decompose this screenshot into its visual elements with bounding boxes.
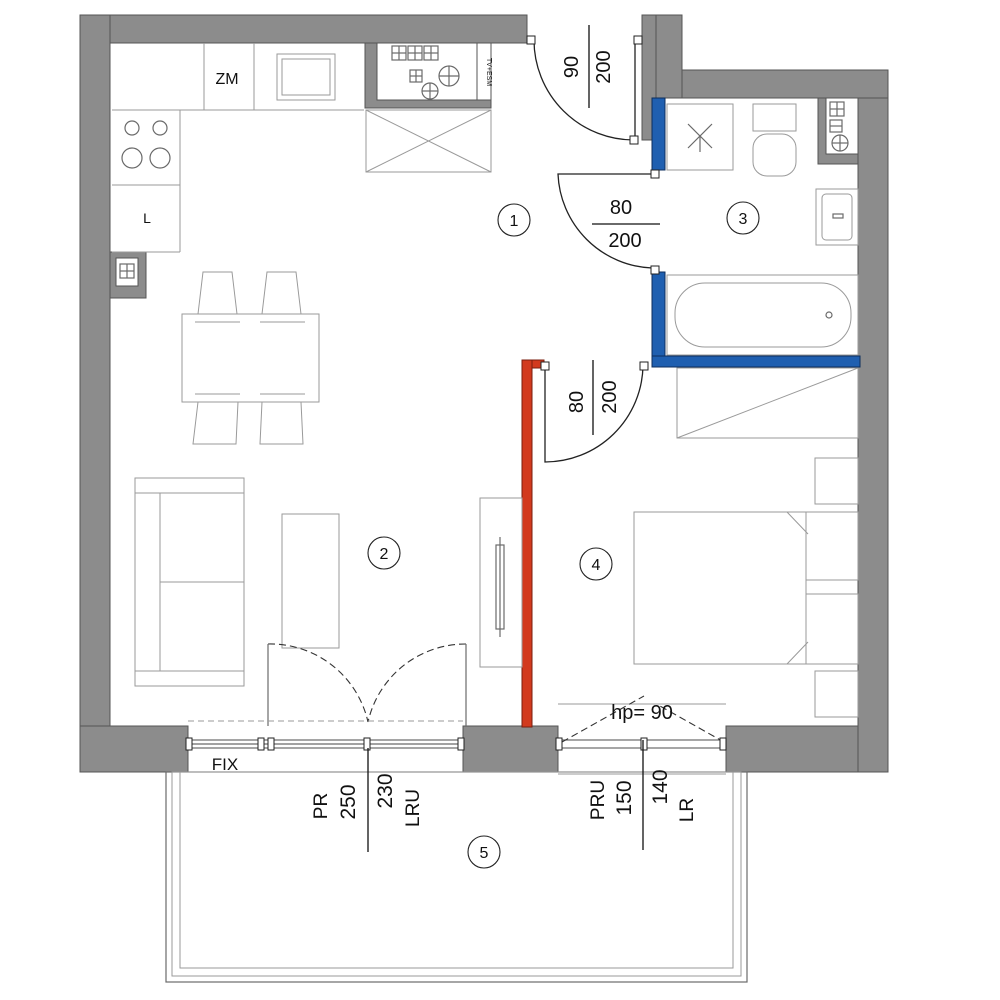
- room-number-4: 4: [592, 557, 601, 574]
- bedroom-window-left-width: 150: [613, 780, 636, 815]
- bedroom-partition: [521, 359, 533, 728]
- room-marker-1: 1: [497, 203, 531, 237]
- bedroom-door-width: 80: [566, 391, 588, 413]
- kitchen-counter: [112, 43, 492, 253]
- room-number-1: 1: [510, 213, 519, 230]
- bedroom-window-left-type: PRU: [588, 780, 609, 820]
- bathroom-door-height: 200: [608, 230, 641, 252]
- bedroom-window-right-width: 140: [649, 769, 672, 804]
- fridge-label: ZM: [215, 71, 238, 88]
- nightstand-top: [814, 457, 859, 505]
- coffee-table: [281, 513, 340, 649]
- wall-top-right: [679, 69, 889, 99]
- bedroom-door-height: 200: [599, 380, 621, 413]
- bathroom-wall-upper: [651, 97, 666, 171]
- bedroom-door: [540, 361, 649, 463]
- room-number-3: 3: [739, 211, 748, 228]
- toilet-bowl: [752, 133, 797, 177]
- living-window-right-width: 230: [374, 773, 397, 808]
- wall-left: [79, 14, 111, 773]
- meter-box: [476, 42, 492, 101]
- wall-right: [857, 69, 889, 773]
- tv-unit: [479, 497, 523, 668]
- room-number-2: 2: [380, 546, 389, 563]
- bedroom-window: [555, 695, 727, 775]
- nightstand-bottom: [814, 670, 859, 718]
- living-window-left-width: 250: [337, 784, 360, 819]
- wall-left-bottom: [79, 725, 189, 773]
- bathroom-door-width: 80: [610, 197, 632, 219]
- bathroom-wall-bottom: [651, 355, 861, 368]
- bathroom-wall-lower: [651, 271, 666, 367]
- wall-bottom-center: [462, 725, 559, 773]
- balcony: [165, 771, 748, 983]
- bathroom-door: [557, 169, 660, 275]
- dining-table: [181, 313, 320, 403]
- bed: [633, 511, 859, 665]
- meter-label: TV+ESM: [485, 58, 492, 86]
- bathroom-fixtures: [666, 103, 859, 356]
- sofa: [134, 477, 245, 687]
- cabinet-label: L: [143, 210, 151, 226]
- bathtub: [666, 274, 859, 356]
- toilet-tank: [752, 103, 797, 132]
- bedroom-window-right-type: LR: [677, 798, 698, 822]
- sink: [276, 53, 336, 101]
- dining-set: [181, 271, 320, 445]
- living-window: [185, 720, 465, 751]
- entrance-door-width: 90: [561, 56, 583, 78]
- kitchen-island-outline: [365, 109, 492, 173]
- wardrobe: [676, 367, 859, 439]
- entrance-door: [526, 35, 643, 145]
- shaft-symbols: [119, 45, 849, 279]
- balcony-door-swings: [267, 643, 467, 726]
- wall-top-left: [79, 14, 528, 44]
- entrance-door-height: 200: [593, 50, 615, 83]
- room-marker-5: 5: [467, 835, 501, 869]
- washing-machine: [666, 103, 734, 171]
- room-marker-2: 2: [367, 536, 401, 570]
- living-window-right-type: LRU: [403, 789, 424, 827]
- structural-walls: [79, 14, 889, 773]
- partitions: [521, 97, 861, 728]
- room-marker-3: 3: [726, 201, 760, 235]
- room-number-5: 5: [480, 845, 489, 862]
- room-marker-4: 4: [579, 547, 613, 581]
- cooktop: [121, 120, 171, 169]
- fixed-window-label: FIX: [212, 755, 238, 774]
- washbasin: [815, 188, 859, 246]
- living-window-left-type: PR: [311, 793, 332, 819]
- bedroom-window-sill: hp= 90: [611, 702, 673, 724]
